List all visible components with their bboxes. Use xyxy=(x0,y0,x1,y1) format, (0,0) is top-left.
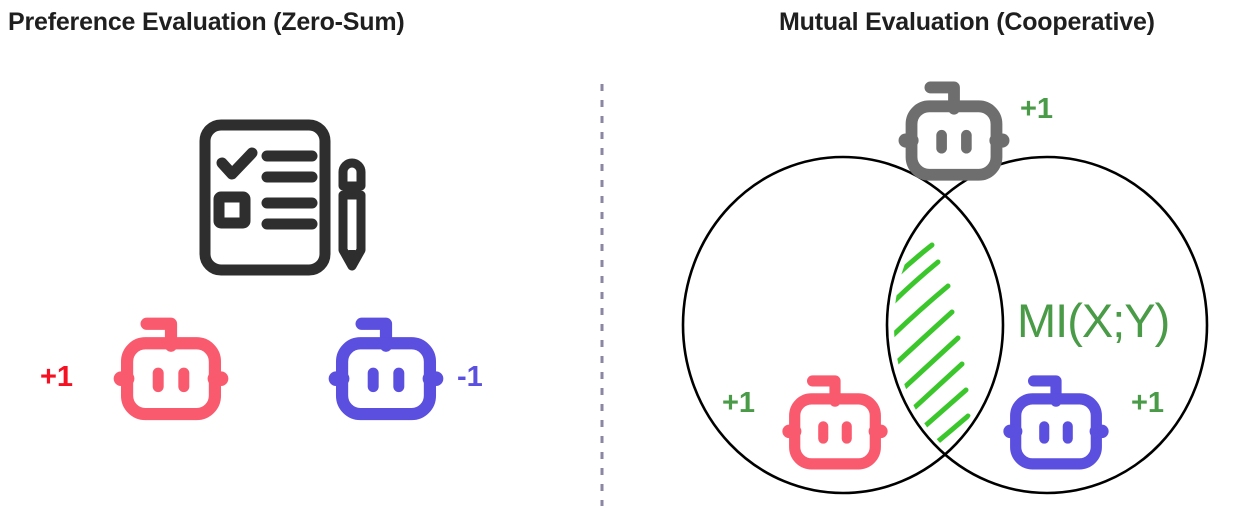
right-blue-robot-icon xyxy=(1010,381,1102,464)
right-panel-title: Mutual Evaluation (Cooperative) xyxy=(779,8,1155,36)
left-red-agent-score: +1 xyxy=(40,361,73,393)
right-right-agent-group: +1 xyxy=(1010,381,1164,464)
right-top-agent-score: +1 xyxy=(1020,93,1053,125)
right-gray-robot-icon xyxy=(906,87,1003,174)
right-top-agent-group: +1 xyxy=(906,87,1053,174)
checkmark-icon xyxy=(216,147,258,180)
left-panel-title: Preference Evaluation (Zero-Sum) xyxy=(8,8,404,36)
venn-circle-left xyxy=(681,155,1005,495)
document-outline-icon xyxy=(199,119,331,276)
pencil-body-icon xyxy=(338,190,366,271)
pencil-cap-icon xyxy=(338,158,366,191)
left-blue-agent-group: -1 xyxy=(336,324,483,414)
left-panel: Preference Evaluation (Zero-Sum) +1 xyxy=(8,8,483,414)
checkbox-icon xyxy=(213,191,251,229)
checklist-clipboard-pencil-icon xyxy=(199,119,366,276)
right-right-agent-score: +1 xyxy=(1131,387,1164,419)
right-red-robot-icon xyxy=(789,381,881,464)
right-left-agent-group: +1 xyxy=(722,381,881,464)
left-red-agent-group: +1 xyxy=(40,324,221,414)
venn-circle-right xyxy=(885,155,1209,495)
left-blue-robot-icon xyxy=(336,324,436,414)
mutual-information-label: MI(X;Y) xyxy=(1017,294,1169,347)
left-red-robot-icon xyxy=(121,324,221,414)
left-blue-agent-score: -1 xyxy=(457,361,483,393)
right-panel: Mutual Evaluation (Cooperative) +1 + xyxy=(681,8,1209,495)
right-left-agent-score: +1 xyxy=(722,387,755,419)
